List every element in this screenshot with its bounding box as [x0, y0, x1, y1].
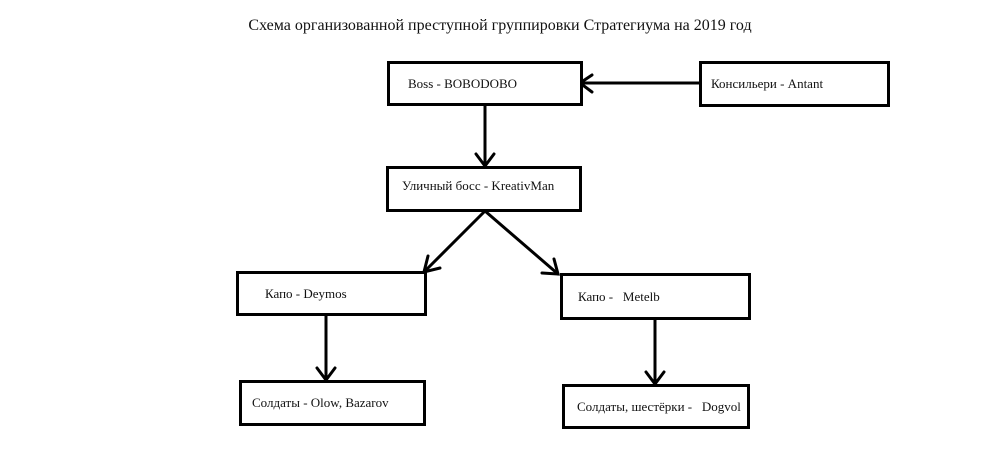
node-capo-right: Капо - Metelb	[560, 273, 751, 320]
edge-street-boss-to-capo-left	[421, 209, 487, 275]
node-soldiers-right-label: Солдаты, шестёрки - Dogvol	[577, 398, 741, 414]
edge-boss-to-street-boss	[474, 102, 496, 169]
node-consigliere-label: Консильери - Antant	[711, 76, 824, 91]
edge-street-boss-to-capo-right	[483, 209, 560, 276]
diagram-title: Схема организованной преступной группиро…	[248, 17, 752, 34]
node-boss-label: Boss - BOBODOBO	[408, 75, 518, 91]
node-capo-left-label: Капо - Deymos	[265, 285, 347, 301]
node-consigliere: Консильери - Antant	[699, 61, 890, 107]
node-boss: Boss - BOBODOBO	[387, 61, 583, 106]
node-street-boss-label: Уличный босс - KreativMan	[402, 178, 555, 193]
node-soldiers-left-label: Солдаты - Olow, Bazarov	[252, 395, 389, 410]
node-capo-right-label: Капо - Metelb	[578, 288, 660, 304]
edge-capo-right-to-soldiers-right	[644, 317, 666, 387]
node-capo-left: Капо - Deymos	[236, 271, 427, 316]
edge-capo-left-to-soldiers-left	[315, 312, 337, 383]
node-soldiers-left: Солдаты - Olow, Bazarov	[239, 380, 426, 426]
edge-consigliere-to-boss	[577, 73, 702, 94]
node-street-boss: Уличный босс - KreativMan	[386, 166, 582, 212]
node-soldiers-right: Солдаты, шестёрки - Dogvol	[562, 384, 750, 429]
